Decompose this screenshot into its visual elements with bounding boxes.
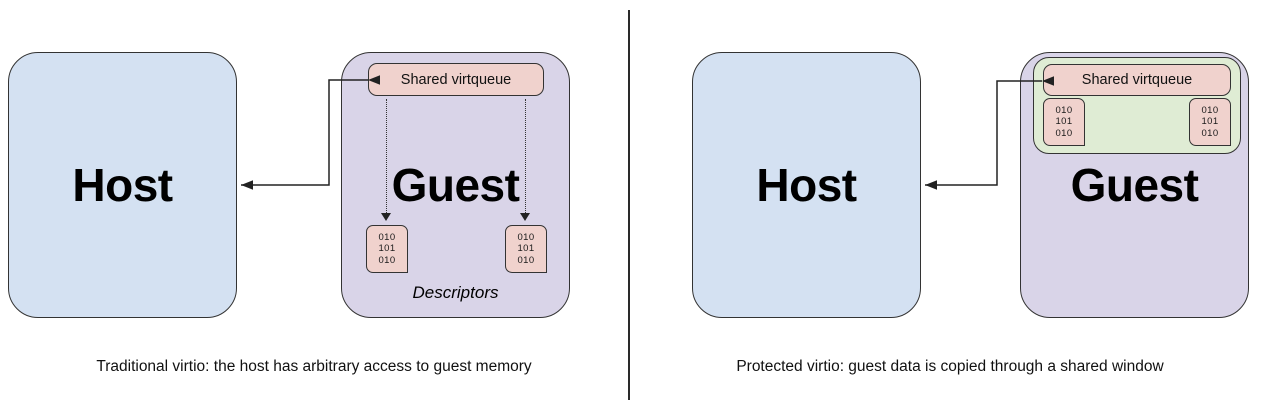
left-descriptor-1-line-2: 101 [378,243,396,255]
right-descriptor-2-line-1: 010 [1201,104,1219,116]
right-host-box [692,52,921,318]
right-host-label: Host [756,159,857,211]
left-shared-virtqueue-box: Shared virtqueue [368,63,544,96]
left-descriptor-1: 010 101 010 [366,225,408,273]
left-descriptor-2-line-3: 010 [517,254,535,266]
right-descriptor-2-line-3: 010 [1201,127,1219,139]
left-descriptors-caption: Descriptors [412,283,499,302]
right-panel-caption: Protected virtio: guest data is copied t… [736,358,1164,375]
left-host-box [8,52,237,318]
right-shared-virtqueue-box: Shared virtqueue [1043,64,1231,96]
right-shared-virtqueue-label: Shared virtqueue [1081,72,1193,88]
left-descriptor-1-line-1: 010 [378,231,396,243]
left-descriptor-2-line-1: 010 [517,231,535,243]
left-descriptor-2: 010 101 010 [505,225,547,273]
left-dotted-connector-2 [525,99,526,215]
right-descriptor-1: 010 101 010 [1043,98,1085,146]
left-dotted-arrowhead-1 [381,213,391,221]
panel-divider [628,10,630,400]
right-descriptor-1-line-3: 010 [1055,127,1073,139]
right-descriptor-2: 010 101 010 [1189,98,1231,146]
left-shared-virtqueue-label: Shared virtqueue [400,71,512,88]
left-descriptor-2-line-2: 101 [517,243,535,255]
right-descriptor-2-line-2: 101 [1201,116,1219,128]
right-descriptor-1-line-1: 010 [1055,104,1073,116]
left-descriptor-1-line-3: 010 [378,254,396,266]
left-host-label: Host [72,159,173,211]
left-panel-caption: Traditional virtio: the host has arbitra… [96,358,532,375]
right-descriptor-1-line-2: 101 [1055,116,1073,128]
right-guest-label: Guest [1070,159,1199,211]
left-dotted-arrowhead-2 [520,213,530,221]
left-guest-label: Guest [391,159,520,211]
left-dotted-connector-1 [386,99,387,215]
